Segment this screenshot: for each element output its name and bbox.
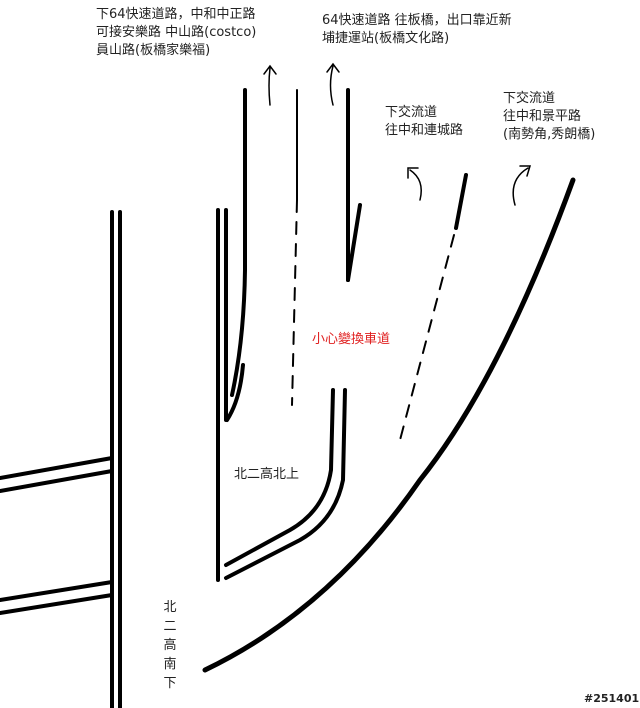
left-road [0, 210, 122, 708]
label-64-banqiao: 64快速道路 往板橋，出口靠近新 埔捷運站(板橋文化路) [322, 12, 512, 48]
label-line: 員山路(板橋家樂福) [96, 43, 211, 58]
watermark: #251401 [584, 692, 640, 705]
label-line: (南勢角,秀朗橋) [503, 127, 596, 142]
label-exit-liancheng: 下交流道 往中和連城路 [385, 104, 463, 140]
label-64-south: 下64快速道路，中和中正路 可接安樂路 中山路(costco) 員山路(板橋家樂… [96, 6, 256, 60]
label-char: 高 [163, 638, 177, 653]
label-char: 南 [163, 657, 177, 672]
label-char: 二 [163, 619, 177, 634]
label-char: 下 [163, 676, 177, 691]
lane-dividers [291, 89, 468, 441]
label-line: 往中和景平路 [503, 109, 582, 124]
label-line: 64快速道路 往板橋，出口靠近新 [322, 13, 512, 28]
label-line: 往中和連城路 [385, 123, 464, 138]
label-char: 北 [163, 600, 177, 615]
label-line: 埔捷運站(板橋文化路) [322, 31, 450, 46]
label-line: 可接安樂路 中山路(costco) [96, 25, 257, 40]
exit-curve [202, 177, 576, 673]
label-line: 下64快速道路，中和中正路 [96, 7, 256, 22]
label-exit-jingping: 下交流道 往中和景平路 (南勢角,秀朗橋) [503, 90, 595, 144]
warning-label: 小心變換車道 [312, 332, 391, 347]
label-north: 北二高北上 [234, 467, 300, 482]
label-south: 北 二 高 南 下 [162, 598, 178, 693]
label-line: 下交流道 [503, 91, 556, 106]
direction-arrows [263, 62, 532, 206]
north-road [216, 88, 362, 582]
label-line: 下交流道 [385, 105, 438, 120]
